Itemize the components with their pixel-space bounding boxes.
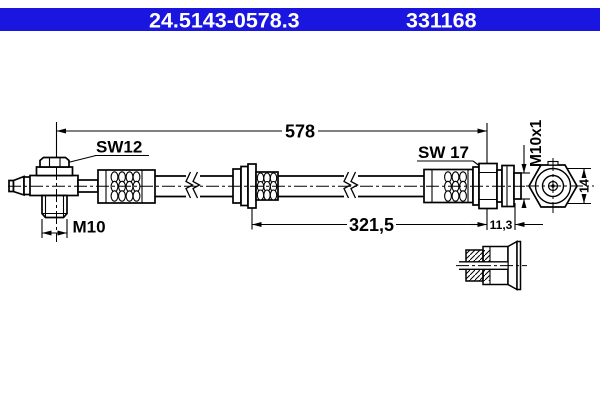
- part-number: 24.5143-0578.3: [149, 9, 300, 33]
- label-sw12: SW12: [96, 138, 142, 157]
- hose: [155, 175, 424, 198]
- label-m10x1: M10x1: [528, 119, 545, 167]
- banjo-cone: [12, 175, 25, 197]
- catalog-number: 331168: [406, 9, 477, 33]
- banjo-hex-head: [39, 156, 70, 168]
- dim-total-length: 578: [285, 122, 315, 142]
- banjo-body: [29, 174, 79, 197]
- label-sw17: SW 17: [418, 143, 469, 162]
- drawing-labels: 578 321,5 11,3 SW12 M10 SW 17 M10x1 14: [73, 119, 592, 236]
- dim-end-diameter: 14: [578, 179, 592, 193]
- title-bar-background: [0, 8, 600, 31]
- label-m10: M10: [73, 218, 106, 237]
- banjo-fitting: [8, 156, 99, 219]
- dim-thread-length: 11,3: [490, 218, 513, 232]
- dimension-arrowheads: [42, 128, 587, 236]
- title-bar: 24.5143-0578.3 331168: [0, 8, 600, 33]
- dim-free-length: 321,5: [349, 215, 394, 235]
- centerlines: [8, 158, 594, 267]
